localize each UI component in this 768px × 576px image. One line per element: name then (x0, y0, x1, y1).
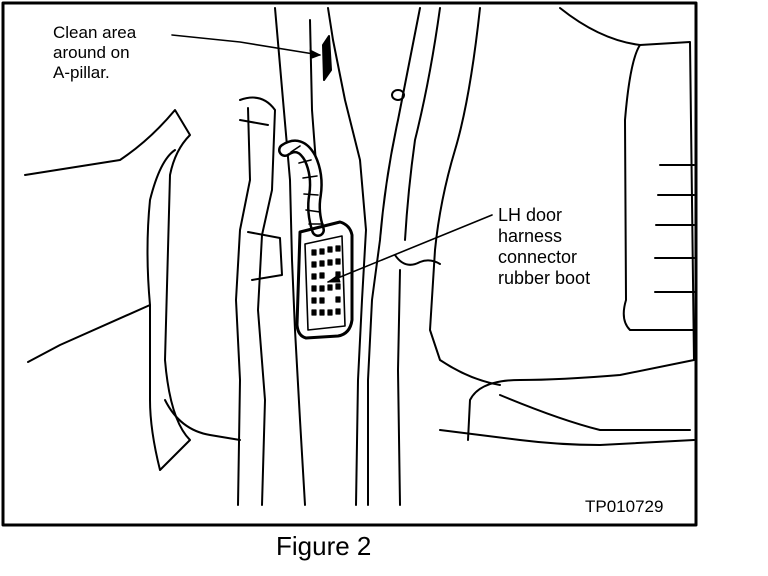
a-pillar-rear-edge (327, 7, 367, 506)
connector-callout: LH door harness connector rubber boot (498, 205, 590, 289)
connector-pins (311, 245, 341, 316)
connector-boot-inner (304, 235, 346, 331)
figure-code: TP010729 (585, 497, 664, 516)
a-pillar-front-edge (274, 7, 306, 506)
clean-area-leader (171, 34, 321, 56)
floor-sill-line (439, 429, 695, 446)
b-pillar-mid-line (404, 7, 441, 241)
b-pillar-left-edge (367, 7, 421, 506)
clean-area-arrowhead (309, 49, 321, 59)
quarter-panel-inner (622, 44, 695, 331)
door-trim-panel (24, 109, 191, 471)
quarter-panel-slats (654, 164, 695, 293)
quarter-panel-lower-edge (499, 394, 691, 431)
b-pillar-right-edge (429, 7, 501, 386)
body-hole (391, 89, 405, 101)
lower-pillar-line (397, 269, 401, 506)
clean-area-line-2: around on (53, 43, 130, 62)
clean-area-line-1: Clean area (53, 23, 137, 42)
door-seal-strip (239, 96, 276, 506)
connector-line-2: harness (498, 226, 563, 246)
connector-line-4: rubber boot (498, 268, 591, 288)
wire-harness-bands (290, 145, 324, 225)
clean-area-line-3: A-pillar. (53, 63, 110, 82)
door-seal-bracket (239, 119, 283, 281)
connector-leader (327, 214, 493, 283)
connector-boot (295, 220, 354, 340)
clean-area-callout: Clean area around on A-pillar. (53, 23, 136, 83)
door-trim-lower-fold (164, 399, 241, 441)
connector-line-3: connector (498, 247, 578, 267)
clean-area-patch (322, 35, 332, 81)
door-seal-strip-inner (235, 107, 251, 506)
figure-caption: Figure 2 (276, 531, 372, 561)
quarter-panel-outline (467, 7, 695, 441)
connector-line-1: LH door (498, 205, 563, 225)
connector-arrowhead (327, 274, 341, 283)
door-sill-notch (394, 254, 441, 266)
door-trim-inner-edge (146, 149, 176, 306)
figure-frame (1, 1, 698, 527)
